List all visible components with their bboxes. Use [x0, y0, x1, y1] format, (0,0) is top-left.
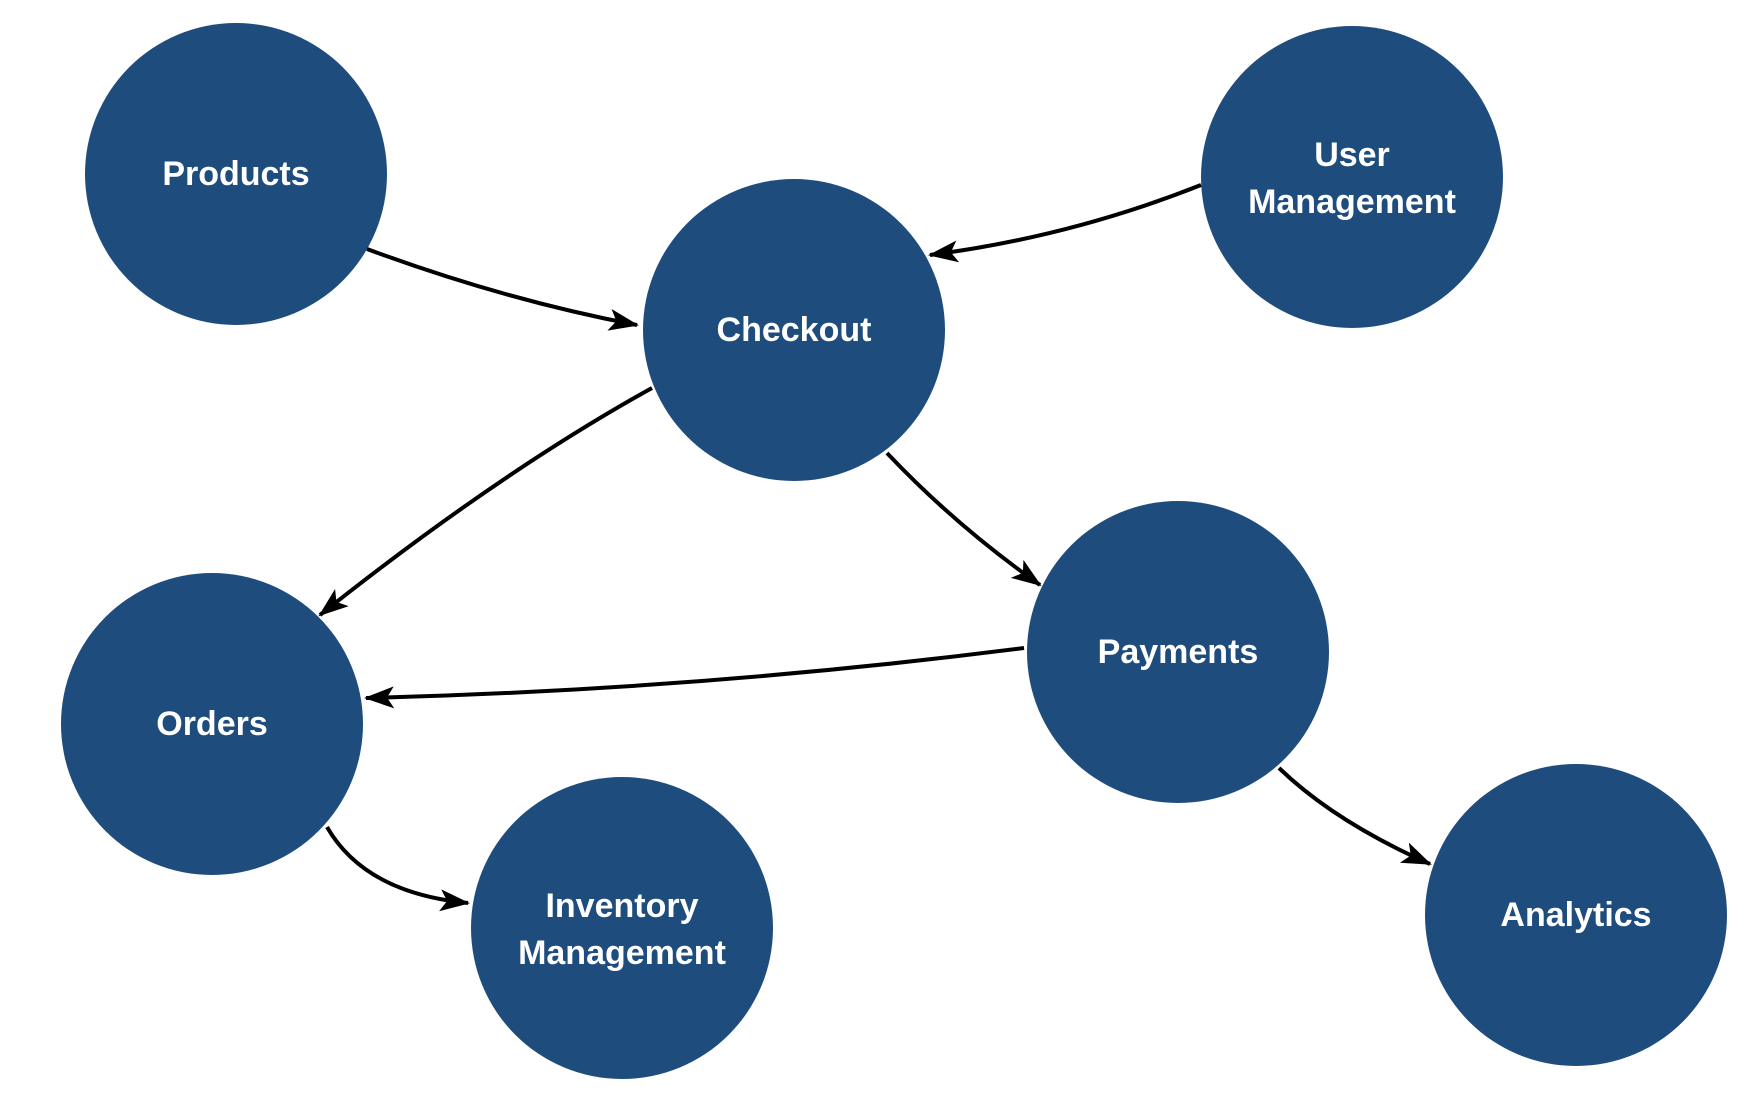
- node-checkout[interactable]: [643, 179, 945, 481]
- node-payments[interactable]: [1027, 501, 1329, 803]
- node-orders[interactable]: [61, 573, 363, 875]
- edge-orders-to-inventory-management: [325, 826, 470, 912]
- nodes-layer: [61, 23, 1727, 1079]
- node-user-management[interactable]: [1201, 26, 1503, 328]
- node-inventory-management[interactable]: [471, 777, 773, 1079]
- node-products[interactable]: [85, 23, 387, 325]
- edge-products-to-checkout: [366, 247, 639, 331]
- edge-user-management-to-checkout: [928, 183, 1202, 263]
- node-analytics[interactable]: [1425, 764, 1727, 1066]
- edge-payments-to-analytics: [1277, 766, 1432, 866]
- edge-payments-to-orders: [364, 646, 1025, 709]
- edge-checkout-to-payments: [885, 451, 1042, 587]
- edges-layer: [318, 183, 1432, 912]
- edge-checkout-to-orders: [318, 386, 653, 617]
